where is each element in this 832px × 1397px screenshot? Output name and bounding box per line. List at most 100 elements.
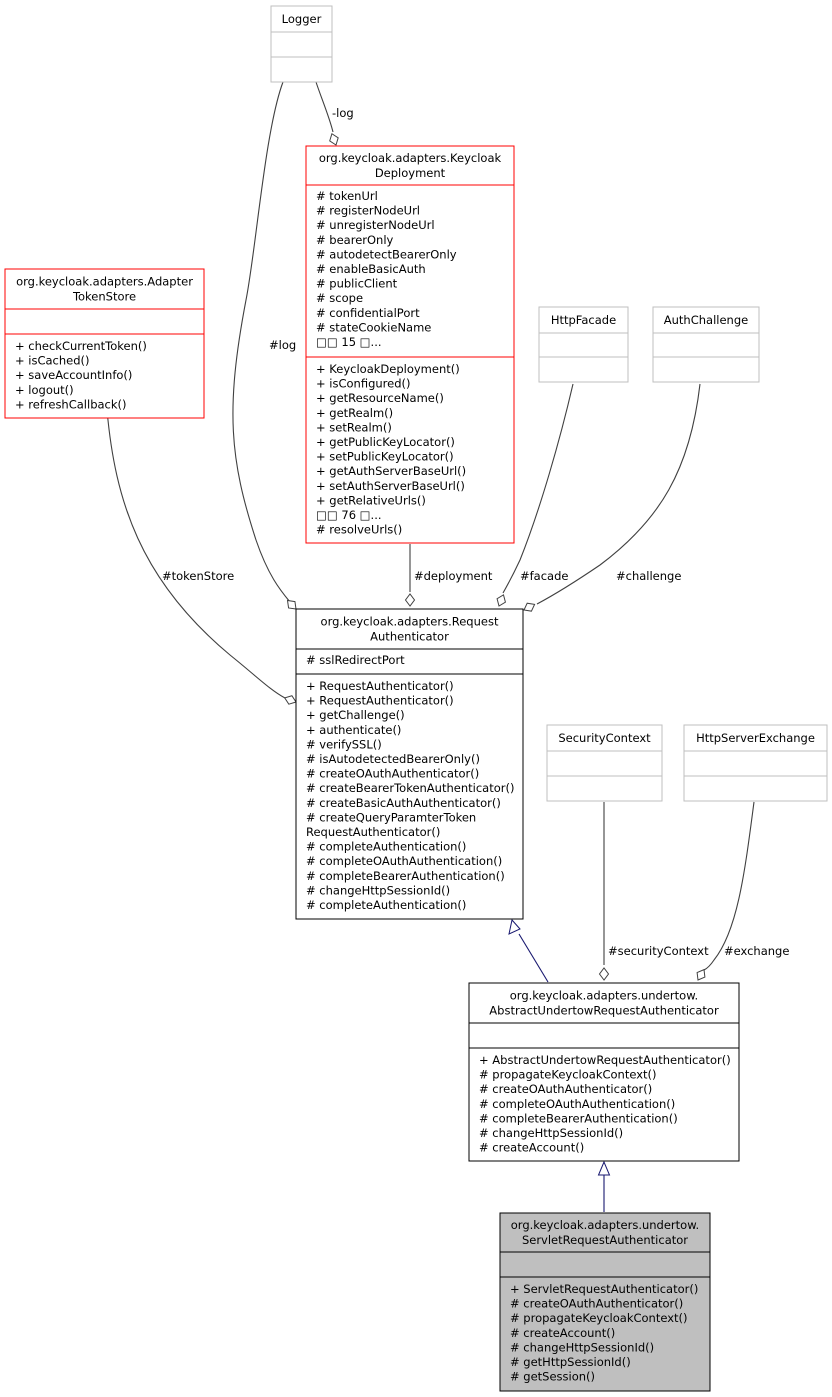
class-request-authenticator-method: RequestAuthenticator(): [306, 825, 440, 839]
class-abstract-undertow-request-authenticator-method: # changeHttpSessionId(): [479, 1126, 623, 1140]
edge-challenge-to-request: [523, 383, 701, 612]
class-request-authenticator-method: # createBasicAuthAuthenticator(): [306, 796, 501, 810]
class-auth-challenge-title: AuthChallenge: [664, 313, 748, 327]
class-servlet-request-authenticator-method: # createAccount(): [510, 1326, 615, 1340]
class-keycloak-deployment-method: + setAuthServerBaseUrl(): [316, 479, 465, 493]
class-logger[interactable]: Logger: [270, 5, 333, 83]
class-adapter-token-store-method: + logout(): [15, 383, 74, 397]
edge-servlet-inherits-abstract: [597, 1160, 611, 1212]
class-request-authenticator-attribute: # sslRedirectPort: [306, 653, 405, 667]
class-servlet-request-authenticator-method: # propagateKeycloakContext(): [510, 1311, 688, 1325]
class-http-server-exchange[interactable]: HttpServerExchange: [683, 724, 828, 802]
edge-label-challenge: #challenge: [616, 569, 681, 583]
edge-challenge-to-request-line: [536, 383, 701, 605]
class-keycloak-deployment[interactable]: org.keycloak.adapters.KeycloakDeployment…: [305, 145, 515, 544]
class-keycloak-deployment-title: Deployment: [375, 166, 446, 180]
class-keycloak-deployment-attribute: # bearerOnly: [316, 233, 394, 247]
class-adapter-token-store-title: org.keycloak.adapters.Adapter: [16, 275, 193, 289]
class-abstract-undertow-request-authenticator-method: # completeBearerAuthentication(): [479, 1111, 678, 1125]
class-keycloak-deployment-method: + getRealm(): [316, 406, 393, 420]
class-keycloak-deployment-method: + isConfigured(): [316, 377, 411, 391]
class-request-authenticator-method: + RequestAuthenticator(): [306, 694, 454, 708]
edge-tokenstore-to-request-line: [106, 409, 286, 699]
class-request-authenticator-method: # createBearerTokenAuthenticator(): [306, 781, 514, 795]
class-keycloak-deployment-attribute: # stateCookieName: [316, 320, 431, 334]
edge-abstract-inherits-request: [508, 918, 549, 983]
class-keycloak-deployment-attribute: # tokenUrl: [316, 189, 378, 203]
edge-tokenstore-to-request: [106, 409, 297, 705]
class-http-server-exchange-title: HttpServerExchange: [696, 731, 815, 745]
edge-logger-to-request: [232, 81, 297, 610]
class-keycloak-deployment-attribute: # scope: [316, 291, 363, 305]
class-logger-title: Logger: [282, 12, 322, 26]
class-request-authenticator-title: Authenticator: [370, 629, 449, 643]
edge-logger-to-deployment-line: [315, 81, 334, 133]
class-servlet-request-authenticator-box: [499, 1212, 711, 1392]
edge-logger-to-deployment-aggregation-diamond: [329, 132, 339, 146]
class-abstract-undertow-request-authenticator-method: # propagateKeycloakContext(): [479, 1068, 657, 1082]
class-request-authenticator-method: + authenticate(): [306, 723, 401, 737]
class-keycloak-deployment-method: # resolveUrls(): [316, 523, 402, 537]
class-adapter-token-store-title: TokenStore: [72, 289, 136, 303]
class-auth-challenge[interactable]: AuthChallenge: [652, 306, 760, 383]
class-abstract-undertow-request-authenticator-method: # createOAuthAuthenticator(): [479, 1082, 652, 1096]
class-abstract-undertow-request-authenticator-title: org.keycloak.adapters.undertow.: [510, 989, 698, 1003]
class-keycloak-deployment-method: + setPublicKeyLocator(): [316, 450, 454, 464]
edge-tokenstore-to-request-aggregation-diamond: [283, 695, 297, 705]
class-servlet-request-authenticator-title: org.keycloak.adapters.undertow.: [511, 1218, 699, 1232]
class-adapter-token-store-method: + isCached(): [15, 354, 90, 368]
class-request-authenticator-title: org.keycloak.adapters.Request: [321, 615, 499, 629]
edge-label-log-private: -log: [332, 106, 354, 120]
edge-deployment-to-request-aggregation-diamond: [404, 593, 416, 607]
edge-label-deployment: #deployment: [414, 569, 493, 583]
class-keycloak-deployment-attribute: # confidentialPort: [316, 306, 420, 320]
class-keycloak-deployment-attribute: # autodetectBearerOnly: [316, 247, 457, 261]
class-keycloak-deployment-attribute: □□ 15 □...: [316, 335, 382, 349]
class-keycloak-deployment-attribute: # registerNodeUrl: [316, 204, 420, 218]
class-security-context-title: SecurityContext: [558, 731, 651, 745]
class-http-facade[interactable]: HttpFacade: [538, 306, 629, 383]
class-keycloak-deployment-method: + getAuthServerBaseUrl(): [316, 464, 466, 478]
class-adapter-token-store-box: [4, 268, 205, 419]
class-abstract-undertow-request-authenticator-box: [468, 982, 740, 1162]
class-security-context[interactable]: SecurityContext: [546, 724, 663, 802]
edge-securitycontext-to-abstract: [598, 802, 610, 981]
edge-facade-to-request-aggregation-diamond: [496, 594, 506, 607]
class-abstract-undertow-request-authenticator-method: # createAccount(): [479, 1141, 584, 1155]
class-http-facade-title: HttpFacade: [551, 313, 616, 327]
class-adapter-token-store-method: + saveAccountInfo(): [15, 368, 132, 382]
edge-logger-to-deployment: [315, 81, 339, 146]
class-request-authenticator-method: # completeAuthentication(): [306, 840, 466, 854]
class-request-authenticator-method: # completeBearerAuthentication(): [306, 869, 505, 883]
class-keycloak-deployment-attribute: # publicClient: [316, 277, 398, 291]
class-servlet-request-authenticator[interactable]: org.keycloak.adapters.undertow.ServletRe…: [499, 1212, 711, 1392]
class-request-authenticator-method: # createOAuthAuthenticator(): [306, 767, 479, 781]
diagram-edges: [106, 81, 755, 1212]
class-abstract-undertow-request-authenticator[interactable]: org.keycloak.adapters.undertow.AbstractU…: [468, 982, 740, 1162]
class-request-authenticator-method: # completeOAuthAuthentication(): [306, 854, 502, 868]
class-request-authenticator-method: # isAutodetectedBearerOnly(): [306, 752, 480, 766]
class-request-authenticator-method: + getChallenge(): [306, 708, 405, 722]
edge-servlet-inherits-abstract-generalization-arrow: [597, 1160, 611, 1176]
class-keycloak-deployment-method: + getRelativeUrls(): [316, 493, 426, 507]
edge-exchange-to-abstract-aggregation-diamond: [696, 968, 706, 981]
class-servlet-request-authenticator-method: # getSession(): [510, 1370, 595, 1384]
edge-logger-to-request-aggregation-diamond: [286, 599, 297, 610]
edge-facade-to-request: [496, 383, 574, 607]
edge-facade-to-request-line: [502, 383, 574, 594]
class-abstract-undertow-request-authenticator-method: + AbstractUndertowRequestAuthenticator(): [479, 1053, 731, 1067]
edge-abstract-inherits-request-generalization-arrow: [508, 918, 521, 935]
class-servlet-request-authenticator-method: # createOAuthAuthenticator(): [510, 1297, 683, 1311]
class-http-server-exchange-box: [683, 724, 828, 802]
edge-label-log-protected: #log: [269, 338, 296, 352]
class-request-authenticator-method: # verifySSL(): [306, 737, 382, 751]
class-keycloak-deployment-title: org.keycloak.adapters.Keycloak: [319, 151, 502, 165]
class-keycloak-deployment-method: + getPublicKeyLocator(): [316, 435, 455, 449]
class-security-context-box: [546, 724, 663, 802]
edge-exchange-to-abstract: [696, 801, 755, 981]
diagram-nodes: Logger org.keycloak.adapters.KeycloakDepl…: [4, 5, 828, 1392]
class-keycloak-deployment-box: [305, 145, 515, 544]
class-request-authenticator[interactable]: org.keycloak.adapters.RequestAuthenticat…: [295, 608, 524, 920]
